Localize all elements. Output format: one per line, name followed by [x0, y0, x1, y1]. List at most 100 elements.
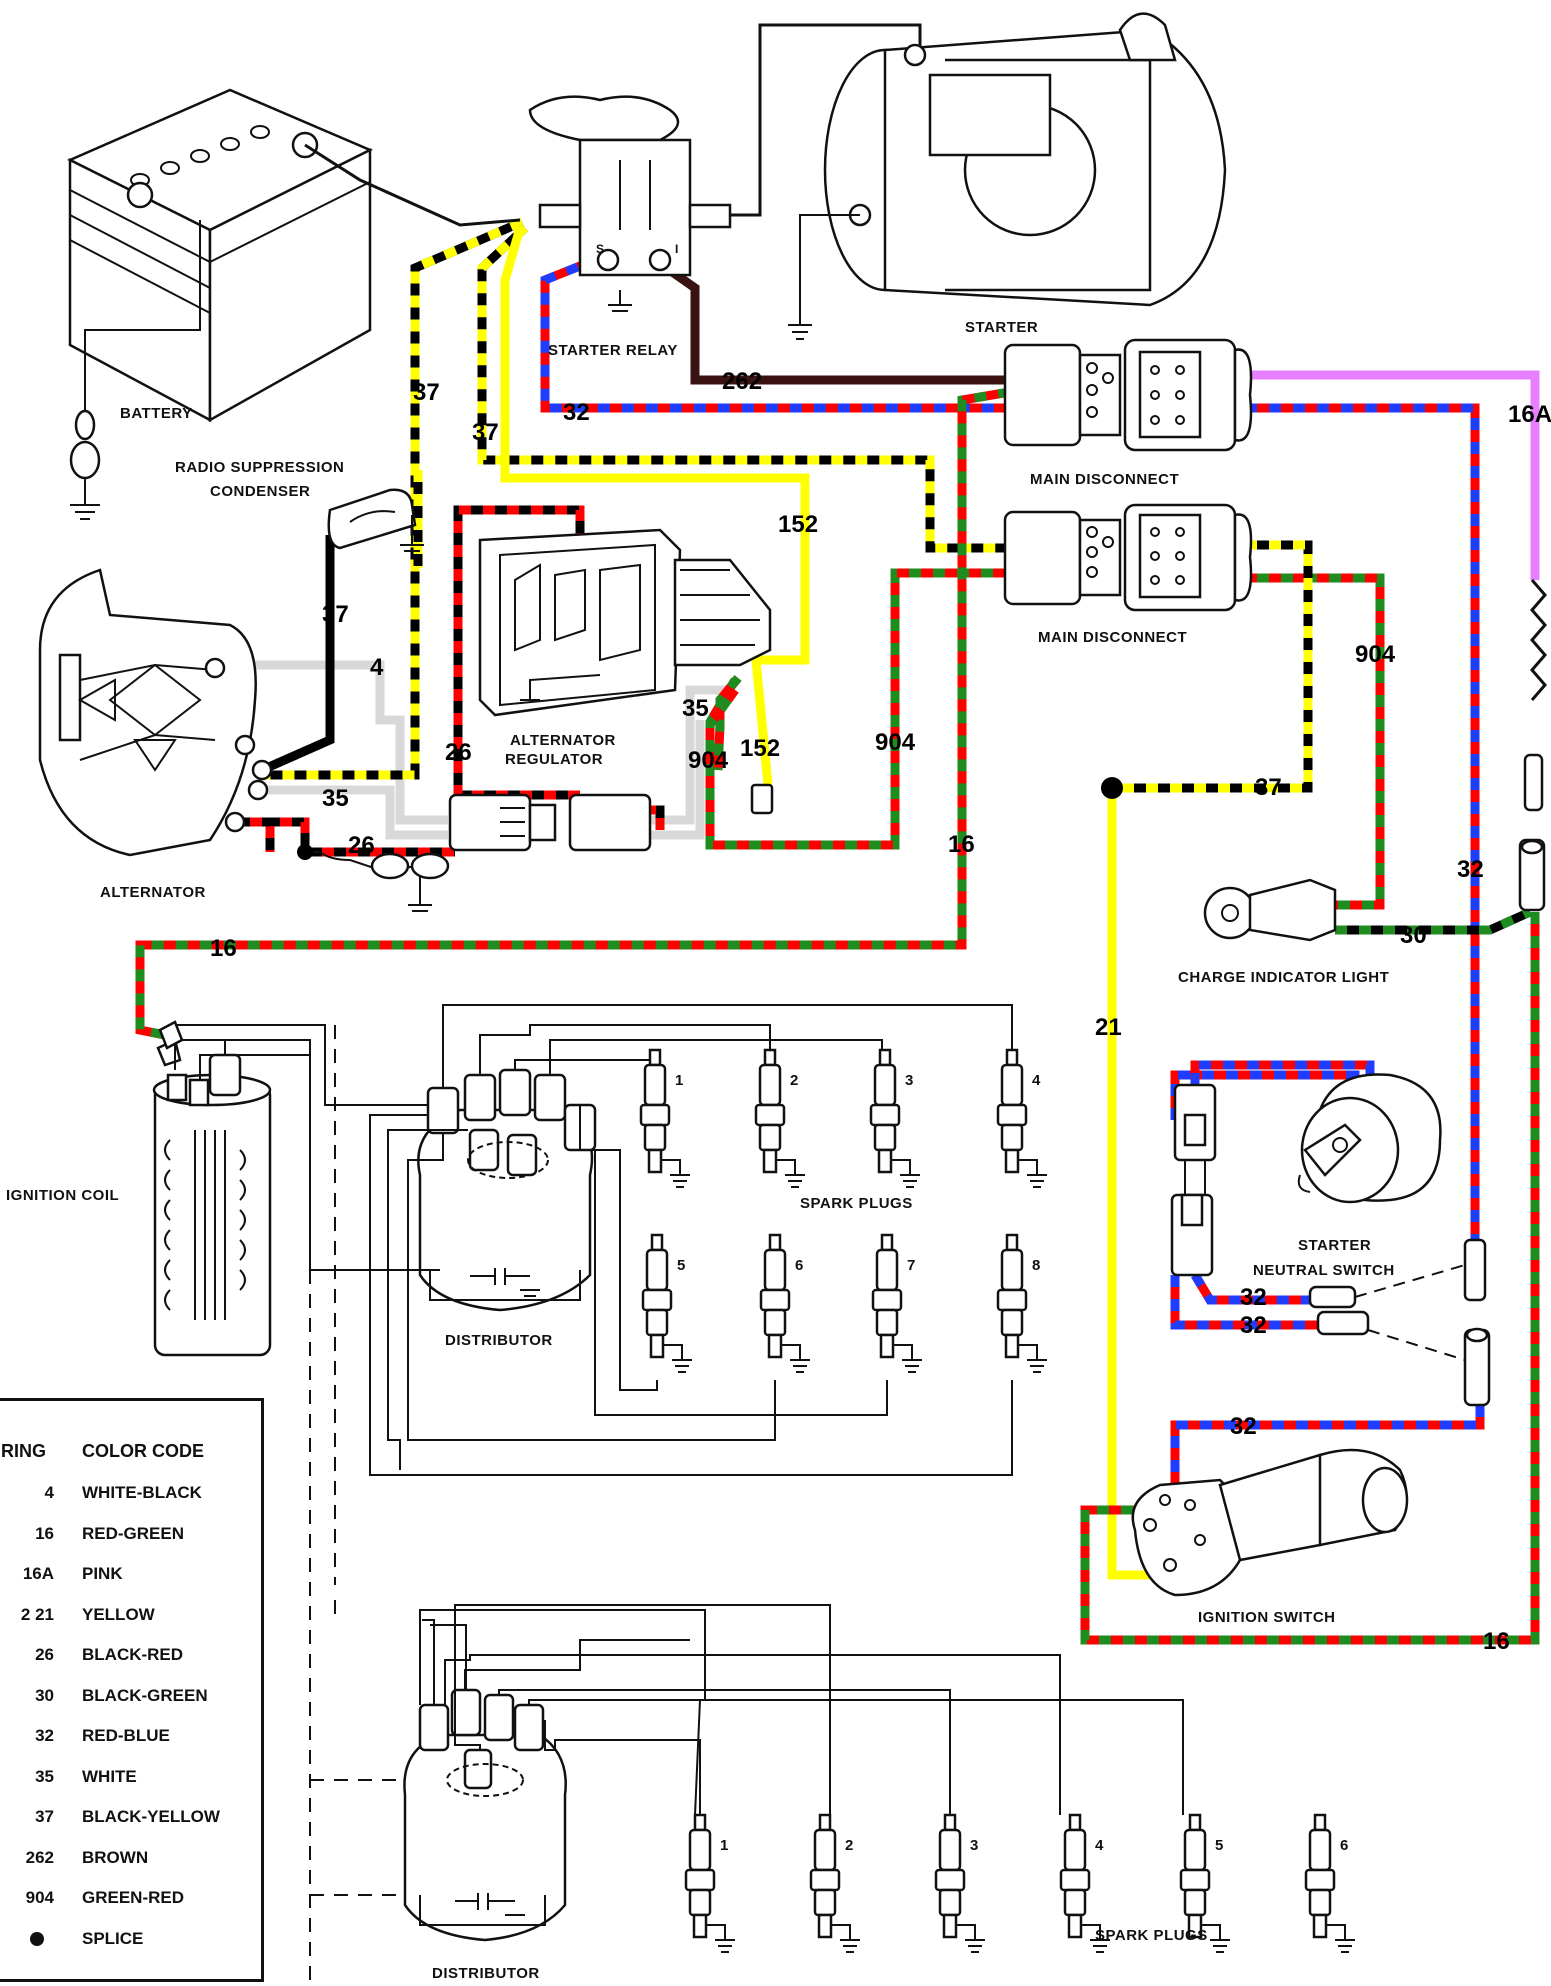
legend-row: SPLICE [0, 1929, 264, 1957]
legend-title-right: COLOR CODE [82, 1441, 205, 1461]
spark-plug-number: 4 [1032, 1072, 1041, 1089]
wire-label-32: 32 [1240, 1312, 1267, 1339]
wire-21 [1107, 788, 1150, 1580]
spark-plug-v8-7: 7 [871, 1233, 922, 1373]
spark-plug-6-3: 3 [934, 1813, 985, 1953]
legend-code: 16 [35, 1523, 54, 1543]
wire-label-16: 16 [948, 831, 975, 858]
legend-color: WHITE-BLACK [82, 1483, 202, 1502]
splice-dot [1101, 777, 1123, 799]
spark-plug-number: 3 [905, 1072, 913, 1089]
distributor-v8-label: DISTRIBUTOR [445, 1332, 553, 1349]
wiring-color-code-legend: IRING COLOR CODE 4 WHITE-BLACK 16 RED-GREEN… [0, 1398, 264, 1982]
spark-plug-6-6: 6 [1304, 1813, 1355, 1953]
battery: BATTERY [67, 88, 373, 520]
wire-label-4: 4 [370, 654, 384, 681]
legend-row: 4 WHITE-BLACK [0, 1483, 264, 1511]
legend-color: BLACK-YELLOW [82, 1807, 220, 1826]
battery-cable [304, 143, 521, 227]
legend-row: 16 RED-GREEN [0, 1524, 264, 1552]
wire-32-relay-stripe [540, 253, 1005, 413]
wire-32-neutral-left2-stripe [1191, 1272, 1310, 1305]
legend-color: BROWN [82, 1847, 149, 1867]
distributor-6: DISTRIBUTOR [403, 1688, 567, 1982]
spark-plug-6-2: 2 [809, 1813, 860, 1953]
legend-color: WHITE [82, 1766, 137, 1786]
wire-32-right-stripe [1245, 403, 1480, 1240]
spark-plugs-6-label: SPARK PLUGS [1095, 1927, 1208, 1944]
relay-terminal-i: I [675, 242, 678, 256]
spark-plug-v8-2: 2 [754, 1048, 805, 1188]
legend-code: 30 [35, 1685, 54, 1705]
wire-4-b [650, 685, 730, 825]
legend-color: GREEN-RED [82, 1888, 185, 1907]
wire-label-26: 26 [445, 739, 472, 766]
legend-code: 16A [22, 1564, 54, 1583]
wire-label-16A: 16A [1508, 401, 1551, 428]
spark-plug-v8-6: 6 [759, 1233, 810, 1373]
legend-row: 32 RED-BLUE [0, 1726, 264, 1754]
wire-16-main [135, 387, 1011, 1040]
radio-suppression-condenser: RADIO SUPPRESSION CONDENSER [175, 459, 424, 552]
regulator-label-line2: REGULATOR [505, 751, 603, 768]
legend-code: 4 [44, 1483, 54, 1502]
legend-code: 262 [25, 1847, 54, 1867]
wire-30-stripe [1335, 907, 1532, 935]
wire-16-right-stripe [1080, 912, 1540, 1645]
wire-37-relay-to-disconnect-stripe [477, 224, 1005, 553]
distributor-v8: DISTRIBUTOR [417, 1068, 597, 1349]
wire-label-32: 32 [1457, 856, 1484, 883]
alternator: ALTERNATOR [38, 568, 273, 901]
wire-label-32: 32 [563, 399, 590, 426]
alternator-ground-splice [297, 844, 313, 860]
starter-relay-label: STARTER RELAY [548, 342, 678, 359]
ignition-switch: IGNITION SWITCH [1131, 1448, 1409, 1626]
legend-color: BLACK-GREEN [82, 1685, 208, 1705]
spark-plug-v8-3: 3 [869, 1048, 920, 1188]
legend-code: 2 21 [20, 1604, 54, 1624]
wire-label-32: 32 [1240, 1284, 1267, 1311]
wire-label-32: 32 [1230, 1413, 1257, 1440]
v8-plug-wires [369, 1004, 1013, 1476]
alternator-regulator: ALTERNATOR REGULATOR [478, 528, 772, 768]
starter-neutral-switch-label-line2: NEUTRAL SWITCH [1253, 1262, 1395, 1279]
wire-32-neutral-left-stripe [1170, 1275, 1318, 1330]
spark-plug-number: 7 [907, 1257, 915, 1274]
legend-color: BLACK-RED [82, 1645, 184, 1664]
distributor-6-label: DISTRIBUTOR [432, 1965, 540, 1982]
wire-152-terminal [750, 783, 774, 815]
wire-label-37: 37 [322, 601, 349, 628]
legend-color: RED-BLUE [82, 1726, 170, 1745]
spark-plug-number: 6 [795, 1257, 803, 1274]
spark-plug-number: 5 [677, 1257, 685, 1274]
legend-code: 32 [35, 1726, 54, 1745]
relay-terminal-s: S [596, 242, 604, 256]
wire-label-30: 30 [1400, 922, 1427, 949]
charge-indicator-light: CHARGE INDICATOR LIGHT [1178, 878, 1389, 986]
spark-plug-number: 1 [675, 1072, 683, 1089]
wire-label-152: 152 [740, 735, 780, 762]
legend-color: SPLICE [82, 1928, 144, 1948]
alternator-ground-lug [370, 852, 410, 880]
battery-label: BATTERY [120, 405, 193, 422]
ignition-coil-label: IGNITION COIL [6, 1187, 119, 1204]
legend-title-left: IRING [0, 1441, 47, 1461]
spark-plug-number: 4 [1095, 1837, 1104, 1854]
spark-plug-number: 1 [720, 1837, 728, 1854]
spark-plug-v8-5: 5 [641, 1233, 692, 1373]
legend-color: RED-GREEN [82, 1523, 185, 1543]
wire-label-16: 16 [1483, 1628, 1510, 1655]
wire-label-262: 262 [722, 368, 762, 395]
wire-152-stub [750, 649, 773, 786]
spark-plug-number: 2 [790, 1072, 798, 1089]
main-disconnect-1-label: MAIN DISCONNECT [1030, 471, 1179, 488]
ignition-switch-label: IGNITION SWITCH [1198, 1609, 1336, 1626]
legend-code: 35 [35, 1766, 54, 1786]
wire-152 [500, 226, 810, 665]
wire-35-reg-stripe [713, 675, 742, 771]
